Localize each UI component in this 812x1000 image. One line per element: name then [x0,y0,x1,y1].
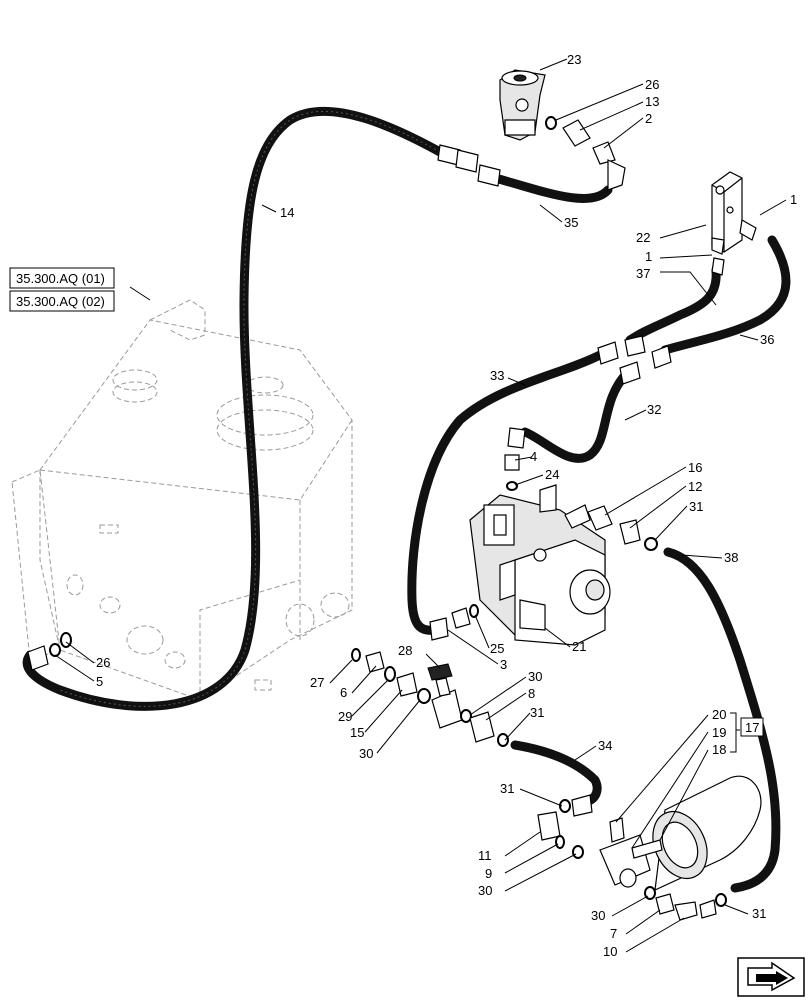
callout-23: 23 [567,52,581,67]
callout-34: 34 [598,738,612,753]
callout-30-tee: 30 [528,669,542,684]
callout-29: 29 [338,709,352,724]
callout-8: 8 [528,686,535,701]
callout-26: 26 [645,77,659,92]
callout-2: 2 [645,111,652,126]
callout-31-tee: 31 [530,705,544,720]
fitting-cluster-pump-left [429,604,479,641]
reference-label-2[interactable]: 35.300.AQ (02) [16,294,105,309]
callout-10: 10 [603,944,617,959]
callout-16: 16 [688,460,702,475]
callout-1-top: 1 [790,192,797,207]
callout-13: 13 [645,94,659,109]
callout-28: 28 [398,643,412,658]
callout-19: 19 [712,725,726,740]
callout-30-left: 30 [359,746,373,761]
hose-32 [520,367,633,463]
callout-3: 3 [500,657,507,672]
callout-5: 5 [96,674,103,689]
callout-labels: 23 26 13 2 14 35 1 22 1 37 36 33 32 4 24… [96,52,797,959]
hose-36 [660,235,791,355]
reference-label-1[interactable]: 35.300.AQ (01) [16,271,105,286]
callout-24: 24 [545,467,559,482]
hydraulic-pump [469,484,611,646]
callout-14: 14 [280,205,294,220]
leader-lines [54,58,787,953]
hose-33 [407,350,605,635]
callout-38: 38 [724,550,738,565]
callout-11: 11 [478,848,492,863]
callout-21: 21 [572,639,586,654]
callout-33: 33 [490,368,504,383]
reference-box-17[interactable]: 17 [740,717,764,737]
reference-box-1[interactable]: 35.300.AQ (01) [9,267,115,289]
callout-27: 27 [310,675,324,690]
callout-18: 18 [712,742,726,757]
valve-block [711,171,757,276]
hose-34 [510,740,602,807]
tee-valve [427,663,463,729]
callout-17[interactable]: 17 [745,720,759,735]
callout-31-filter: 31 [500,781,514,796]
callout-1-mid: 1 [645,249,652,264]
reference-box-2[interactable]: 35.300.AQ (02) [9,290,115,312]
callout-30-filter: 30 [478,883,492,898]
fitting-cluster-filter [537,794,727,921]
callout-31-pump: 31 [689,499,703,514]
hose-37 [625,265,721,345]
callout-31-bottom: 31 [752,906,766,921]
steering-unit [499,69,546,141]
callout-37: 37 [636,266,650,281]
callout-9: 9 [485,866,492,881]
hose-38 [663,547,781,893]
callout-20: 20 [712,707,726,722]
fitting-cluster-pump-right [504,454,658,551]
hose-35 [490,173,613,203]
callout-35: 35 [564,215,578,230]
fitting-cluster-middle [507,335,672,449]
callout-6: 6 [340,685,347,700]
callout-12: 12 [688,479,702,494]
callout-25: 25 [490,641,504,656]
callout-36: 36 [760,332,774,347]
callout-4: 4 [530,449,537,464]
return-filter [599,775,762,891]
fitting-tank-left [27,632,72,671]
callout-26-tank: 26 [96,655,110,670]
hose-14 [22,106,445,711]
callout-22: 22 [636,230,650,245]
fitting-cluster-top [437,116,626,191]
next-page-arrow-icon[interactable] [737,957,805,997]
callout-32: 32 [647,402,661,417]
callout-15: 15 [350,725,364,740]
fitting-cluster-lower-left [351,648,509,747]
callout-30-bottom: 30 [591,908,605,923]
callout-7: 7 [610,926,617,941]
